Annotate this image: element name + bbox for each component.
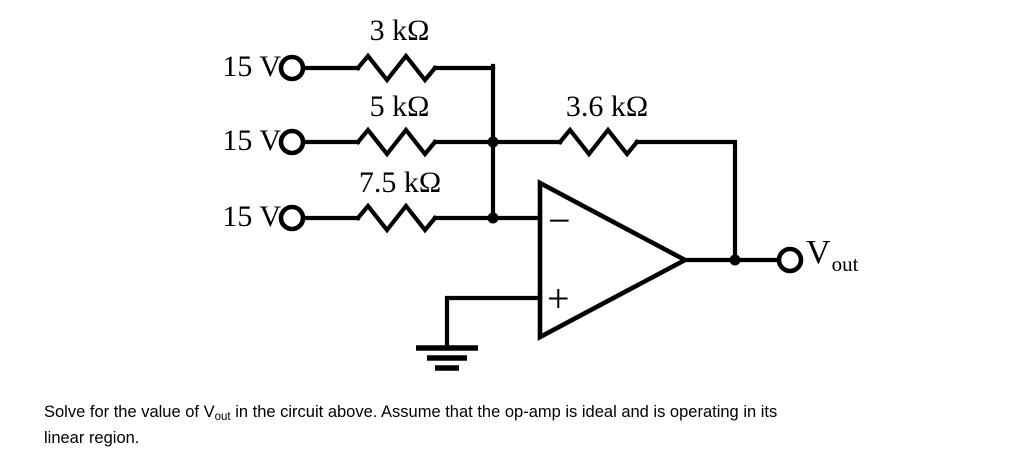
wire-rf-to-output-node [634,139,738,263]
caption-line-2: linear region. [44,428,140,447]
ground-symbol [416,345,478,371]
output-label-main: V [806,234,831,271]
circuit-schematic: − + [278,52,804,371]
wire-noninverting-to-ground [444,295,543,351]
opamp-triangle [537,179,690,341]
source-terminal-2[interactable] [278,128,306,156]
resistor-r1-zigzag [355,52,438,84]
input-branch-3 [278,202,496,234]
caption-line1-subscript: out [214,411,231,423]
resistor-r3-zigzag [355,202,438,234]
caption-line-1: Solve for the value of Vout in the circu… [44,400,984,426]
feedback-branch [490,126,738,263]
resistor-label-r3: 7.5 kΩ [358,166,442,199]
input-branch-1 [278,52,496,84]
resistor-label-r1: 3 kΩ [369,14,430,47]
input-branch-2 [278,126,496,158]
source-terminal-1[interactable] [278,54,306,82]
junction-dot-output [729,254,741,266]
noninverting-input-sign: + [547,276,570,321]
source-label-1: 15 V [222,50,281,83]
output-label: Vout [806,234,858,275]
resistor-rf-zigzag [557,126,640,158]
output-label-subscript: out [831,252,859,276]
resistor-label-rf: 3.6 kΩ [565,90,649,123]
source-label-2: 15 V [222,124,281,157]
resistor-r2-zigzag [355,126,438,158]
caption-line1-after: in the circuit above. Assume that the op… [230,403,778,421]
caption-line1-before: Solve for the value of V [44,403,215,421]
output-terminal[interactable] [776,246,804,274]
caption-text: Solve for the value of Vout in the circu… [44,400,984,451]
source-terminal-3[interactable] [278,204,306,232]
source-label-3: 15 V [222,200,281,233]
resistor-label-r2: 5 kΩ [369,90,430,123]
inverting-input-sign: − [548,198,571,243]
